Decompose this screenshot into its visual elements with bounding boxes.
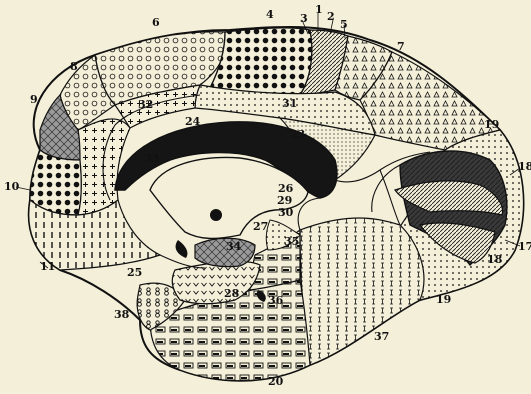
- label-area-3: 3: [300, 12, 308, 25]
- label-area-10: 10: [4, 180, 20, 193]
- label-area-31: 31: [282, 97, 297, 110]
- label-area-28: 28: [224, 287, 240, 300]
- label-area-19-lower: 19: [436, 293, 451, 306]
- label-area-18-upper: 18: [518, 160, 531, 173]
- label-area-33: 33: [144, 152, 159, 165]
- label-area-37: 37: [374, 330, 389, 343]
- label-area-2: 2: [327, 10, 335, 23]
- label-area-38: 38: [114, 308, 130, 321]
- anterior-commissure-dot: [210, 209, 222, 221]
- label-area-32: 32: [138, 98, 153, 111]
- label-area-34: 34: [226, 240, 242, 253]
- label-area-27: 27: [253, 220, 268, 233]
- label-area-6: 6: [152, 16, 160, 29]
- label-area-23: 23: [290, 128, 305, 141]
- label-area-19-upper: 19: [484, 118, 499, 131]
- label-area-20: 20: [268, 375, 284, 388]
- area-4: [210, 28, 312, 95]
- label-area-18-lower: 18: [487, 253, 503, 266]
- area-37: [300, 218, 424, 365]
- label-area-1: 1: [315, 3, 323, 16]
- label-area-36: 36: [268, 294, 284, 307]
- label-area-5: 5: [340, 18, 348, 31]
- label-area-25: 25: [127, 266, 142, 279]
- label-area-4: 4: [266, 8, 274, 21]
- label-area-11: 11: [40, 260, 55, 273]
- label-area-24: 24: [185, 115, 201, 128]
- label-area-30: 30: [278, 206, 294, 219]
- label-area-9: 9: [30, 93, 38, 106]
- label-area-7: 7: [397, 40, 405, 53]
- label-area-35: 35: [284, 235, 299, 248]
- area-34: [195, 238, 255, 266]
- label-area-8: 8: [70, 60, 78, 73]
- label-area-17: 17: [518, 240, 531, 253]
